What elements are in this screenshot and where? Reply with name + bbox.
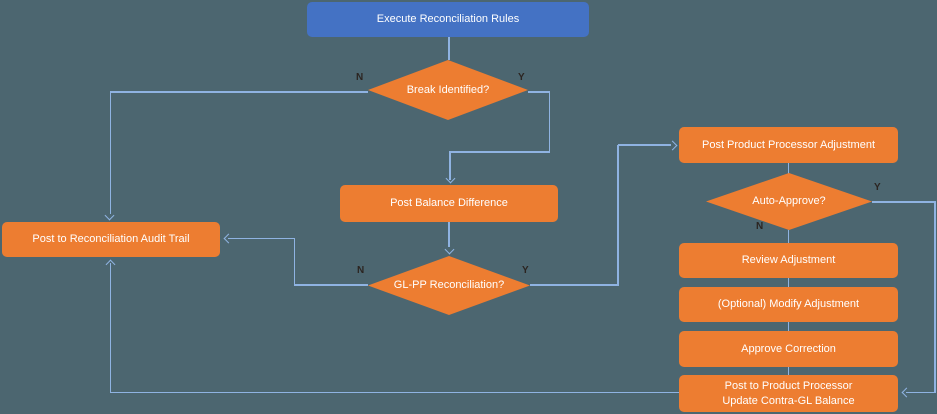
node-label: Review Adjustment	[741, 254, 836, 267]
connector-ppa-to-autoapprove	[787, 163, 789, 174]
connector-break-y-v2	[449, 151, 451, 180]
node-post-reconciliation-audit-trail: Post to Reconciliation Audit Trail	[2, 222, 220, 257]
arrowhead-into-pp-adjustment	[667, 140, 677, 150]
connector-break-n-h	[110, 91, 368, 93]
connector-auto-y-h1	[872, 201, 935, 203]
node-label: Execute Reconciliation Rules	[376, 13, 520, 26]
node-label: Post Product Processor Adjustment	[701, 138, 876, 151]
arrowhead-into-postpp-right	[901, 387, 911, 397]
connector-glpp-n-h1	[294, 284, 368, 286]
connector-review-to-modify	[787, 278, 789, 287]
node-auto-approve-decision: Auto-Approve?	[706, 173, 872, 230]
connector-break-n-v	[109, 91, 111, 214]
connector-auto-y-h2	[906, 391, 935, 393]
connector-auto-y-v	[934, 201, 936, 393]
node-label: Post to Reconciliation Audit Trail	[32, 233, 190, 246]
branch-label-auto-y: Y	[874, 182, 881, 193]
branch-label-glpp-n: N	[357, 265, 365, 276]
branch-label-break-y: Y	[518, 72, 525, 83]
node-label: (Optional) Modify Adjustment	[717, 298, 860, 311]
node-approve-correction: Approve Correction	[679, 331, 898, 367]
connector-loop-h	[110, 391, 679, 393]
node-label: Post Balance Difference	[390, 197, 508, 210]
node-post-balance-difference: Post Balance Difference	[340, 185, 558, 222]
arrowhead-into-post-balance	[445, 173, 455, 183]
connector-glpp-n-v	[293, 238, 295, 285]
connector-break-y-h1	[528, 91, 550, 93]
node-label: GL-PP Reconciliation?	[393, 279, 505, 292]
node-label: Break Identified?	[406, 83, 490, 96]
connector-modify-to-approve	[787, 322, 789, 331]
node-execute-reconciliation-rules: Execute Reconciliation Rules	[307, 2, 589, 37]
node-label-line2: Update Contra-GL Balance	[722, 394, 855, 407]
connector-postbalance-to-glpp	[448, 222, 450, 247]
node-label-line1: Post to Product Processor	[724, 380, 853, 393]
connector-execute-to-break	[448, 37, 450, 60]
connector-glpp-n-h2	[228, 237, 294, 239]
arrowhead-into-audit-top	[104, 210, 115, 221]
connector-glpp-y-h2	[618, 144, 671, 146]
arrowhead-into-glpp	[444, 244, 454, 254]
node-review-adjustment: Review Adjustment	[679, 243, 898, 278]
node-label: Auto-Approve?	[752, 195, 826, 208]
node-post-to-product-processor: Post to Product Processor Update Contra-…	[679, 375, 898, 412]
connector-loop-v	[109, 263, 111, 393]
arrowhead-into-audit-bottom	[105, 259, 115, 269]
branch-label-auto-n: N	[756, 221, 764, 232]
node-glpp-reconciliation-decision: GL-PP Reconciliation?	[368, 256, 530, 315]
connector-approve-to-postpp	[787, 367, 789, 375]
node-break-identified-decision: Break Identified?	[368, 60, 528, 120]
node-optional-modify-adjustment: (Optional) Modify Adjustment	[679, 287, 898, 322]
connector-break-y-v	[548, 91, 550, 152]
branch-label-break-n: N	[356, 72, 364, 83]
connector-auto-n	[787, 230, 789, 243]
connector-glpp-y-v	[617, 144, 619, 286]
arrowhead-into-audit-right	[223, 233, 233, 243]
branch-label-glpp-y: Y	[522, 265, 529, 276]
node-label: Approve Correction	[741, 342, 836, 355]
connector-glpp-y-h1	[530, 284, 618, 286]
connector-break-y-h2	[450, 151, 550, 153]
node-post-product-processor-adjustment: Post Product Processor Adjustment	[679, 127, 898, 163]
